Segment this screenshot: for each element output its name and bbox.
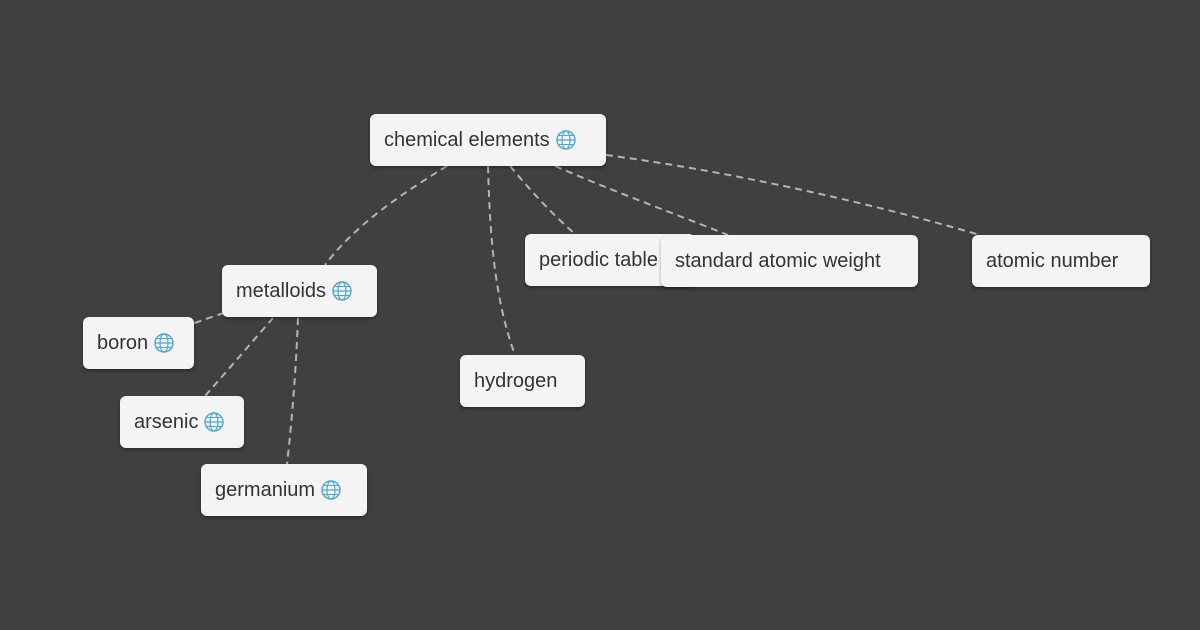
node-label: germanium bbox=[215, 478, 316, 501]
edge-metalloids-to-arsenic bbox=[204, 317, 274, 397]
edge-chemical-elements-to-hydrogen bbox=[487, 165, 516, 356]
edge-chemical-elements-to-metalloids bbox=[324, 165, 448, 266]
globe-icon[interactable] bbox=[555, 129, 577, 151]
node-standard-atomic-weight[interactable]: standard atomic weight bbox=[661, 235, 918, 287]
globe-icon[interactable] bbox=[153, 332, 175, 354]
node-label: periodic table bbox=[539, 248, 658, 271]
node-label: standard atomic weight bbox=[675, 249, 881, 272]
node-label: chemical elements bbox=[384, 128, 550, 151]
globe-icon[interactable] bbox=[331, 280, 353, 302]
globe-icon[interactable] bbox=[203, 411, 225, 433]
node-chemical-elements[interactable]: chemical elements bbox=[370, 114, 606, 166]
node-label: arsenic bbox=[134, 410, 199, 433]
node-label: boron bbox=[97, 331, 149, 354]
edge-chemical-elements-to-periodic-table bbox=[509, 165, 576, 235]
node-label: hydrogen bbox=[474, 369, 558, 392]
node-label: atomic number bbox=[986, 249, 1119, 272]
node-metalloids[interactable]: metalloids bbox=[222, 265, 377, 317]
node-germanium[interactable]: germanium bbox=[201, 464, 367, 516]
node-arsenic[interactable]: arsenic bbox=[120, 396, 244, 448]
globe-icon[interactable] bbox=[320, 479, 342, 501]
node-label: metalloids bbox=[236, 279, 327, 302]
edge-chemical-elements-to-standard-atomic-weight bbox=[554, 165, 729, 236]
edge-metalloids-to-boron bbox=[191, 312, 225, 325]
node-atomic-number[interactable]: atomic number bbox=[972, 235, 1150, 287]
edge-metalloids-to-germanium bbox=[286, 317, 299, 465]
node-hydrogen[interactable]: hydrogen bbox=[460, 355, 585, 407]
node-boron[interactable]: boron bbox=[83, 317, 194, 369]
edge-chemical-elements-to-atomic-number bbox=[605, 154, 981, 236]
